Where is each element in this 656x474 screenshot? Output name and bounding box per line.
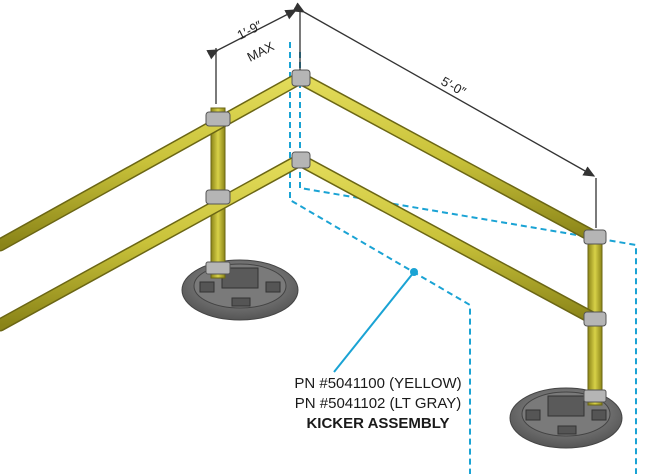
corner-fitting-mid: [291, 151, 311, 169]
kicker-outline-inner: [289, 42, 471, 474]
post-fitting-left-mid: [205, 189, 231, 205]
fittings: [205, 69, 607, 403]
post-fitting-left-top: [205, 111, 231, 127]
mid-rail-right: [295, 155, 601, 325]
post-foot-right: [583, 389, 607, 403]
callout-assembly-title: KICKER ASSEMBLY: [306, 415, 450, 432]
base-left: [181, 259, 299, 321]
post-fitting-right-mid: [583, 311, 607, 327]
callout-pn-yellow: PN #5041100 (YELLOW): [294, 375, 462, 392]
mid-rail-left: [0, 155, 305, 330]
dim-label-span: 5′-0″: [439, 74, 469, 100]
dim-line-top-width: [206, 9, 298, 60]
top-rail-left: [0, 73, 305, 250]
kicker-outline: [289, 42, 637, 474]
posts: [210, 107, 603, 406]
dim-line-span: [292, 2, 596, 177]
dim-label-max: MAX: [245, 38, 277, 64]
post-fitting-right-top: [583, 229, 607, 245]
kicker-callout: PN #5041100 (YELLOW) PN #5041102 (LT GRA…: [248, 374, 508, 434]
callout-pn-gray: PN #5041102 (LT GRAY): [294, 395, 462, 412]
post-foot-left: [205, 261, 231, 275]
top-rail-right: [295, 73, 601, 243]
dim-label-top-width: 1′-9″: [235, 17, 265, 42]
callout-leader: [333, 268, 418, 373]
dimension-span: [292, 2, 597, 228]
kicker-outline-outer: [299, 52, 637, 474]
corner-fitting-top: [291, 69, 311, 87]
